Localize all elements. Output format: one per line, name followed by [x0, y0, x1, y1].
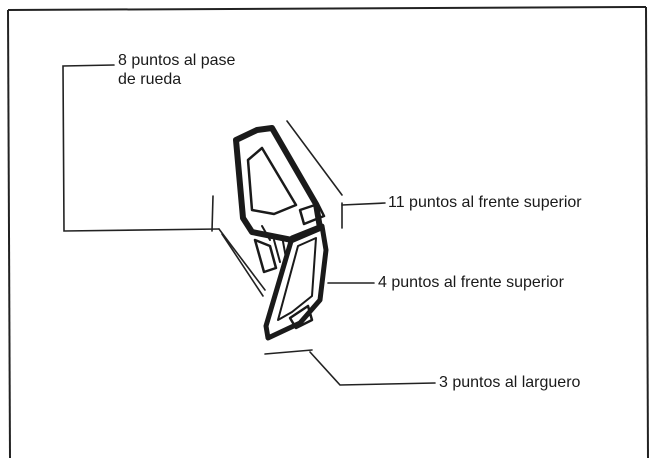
leader-lines: [62, 64, 436, 386]
label-upper-front-4: 4 puntos al frente superior: [378, 274, 564, 291]
figure-border: [7, 6, 649, 459]
bracket-part: [233, 125, 329, 341]
edge-line-upper: [286, 120, 343, 196]
bracket-hatch-3: [261, 225, 271, 241]
bracket-hatch-1: [281, 235, 287, 259]
bracket-slot: [288, 304, 314, 330]
bracket-flange: [298, 202, 326, 226]
bracket-inner-window: [246, 146, 298, 216]
bracket-hatch-2: [273, 239, 281, 263]
label-wheel-arch-line-2: de rueda: [118, 71, 182, 88]
bracket-rail: [264, 349, 313, 355]
edge-line-lower: [221, 233, 264, 297]
bracket-wheel-arch: [211, 195, 214, 232]
leader-wheel-arch: [62, 64, 220, 232]
label-rail: 3 puntos al larguero: [439, 374, 581, 391]
bracket-arm-inner: [277, 237, 317, 321]
label-wheel-arch-line-1: 8 puntos al pase: [118, 52, 236, 69]
label-wheel-arch: 8 puntos al pase de rueda: [118, 51, 235, 89]
leader-rail: [309, 351, 436, 386]
bracket-tab: [253, 238, 278, 274]
leader-wheel-arch-diag: [218, 228, 266, 291]
label-upper-front-11: 11 puntos al frente superior: [388, 194, 582, 211]
leader-upper-front-11: [341, 202, 386, 206]
